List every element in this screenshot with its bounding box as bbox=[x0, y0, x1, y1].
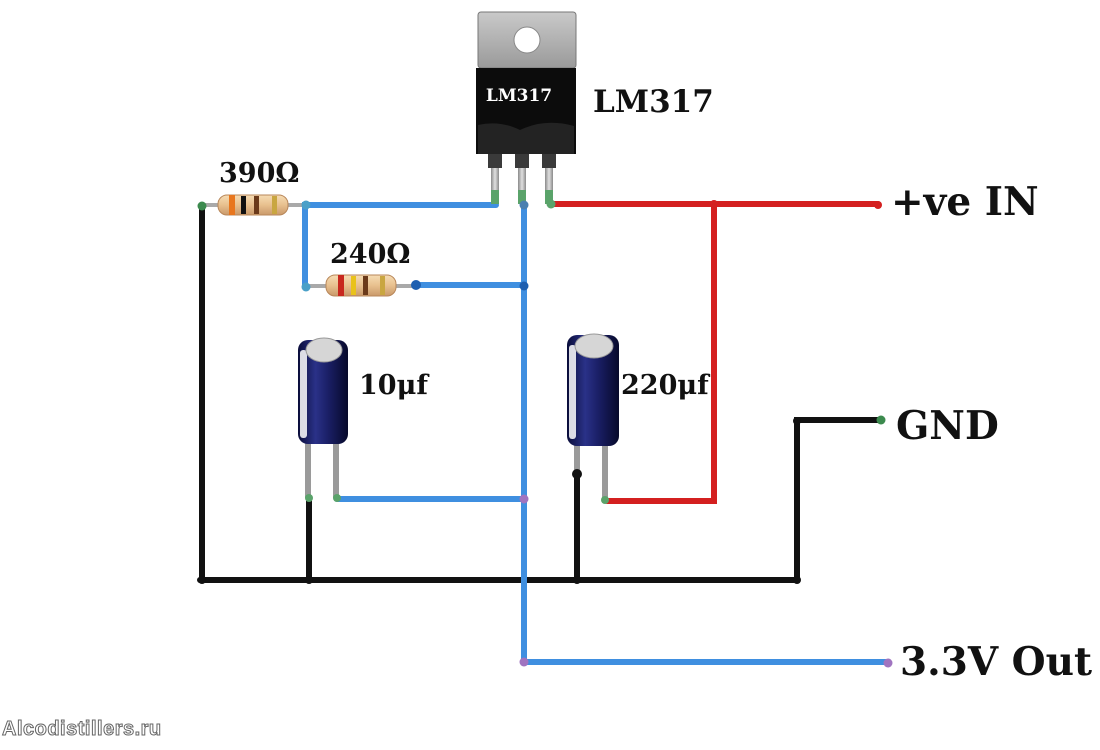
cap-10uf-stripe bbox=[300, 350, 307, 438]
cap-220uf-body bbox=[567, 335, 619, 446]
ground-wire-terminal bbox=[794, 417, 883, 583]
node bbox=[793, 576, 801, 584]
node bbox=[519, 281, 529, 291]
cap-10uf-lead-pos bbox=[333, 440, 339, 498]
node bbox=[876, 415, 886, 425]
resistor-390 bbox=[202, 194, 305, 216]
output-terminal-label: 3.3V Out bbox=[900, 639, 1092, 685]
band-4 bbox=[272, 196, 277, 214]
node bbox=[301, 282, 311, 292]
cap-10uf-body bbox=[298, 340, 348, 444]
leg-collar-adj bbox=[488, 154, 502, 168]
capacitor-220uf-label: 220μf bbox=[621, 370, 711, 401]
node bbox=[333, 494, 341, 502]
node bbox=[197, 201, 207, 211]
node bbox=[305, 494, 313, 502]
junction-dots bbox=[197, 199, 893, 668]
cap-10uf-lead-neg bbox=[305, 440, 311, 498]
leg-collar-out bbox=[515, 154, 529, 168]
capacitor-10uf-label: 10μf bbox=[359, 370, 430, 401]
watermark-text: Alcodistillers.ru bbox=[2, 718, 162, 741]
body-shading bbox=[478, 122, 574, 154]
cap-220uf-top bbox=[574, 333, 614, 359]
node bbox=[601, 496, 609, 504]
cap-220uf-lead-neg bbox=[574, 440, 580, 476]
adj-pin-tip bbox=[491, 190, 499, 204]
in-pin bbox=[545, 168, 553, 204]
band-1 bbox=[229, 195, 235, 215]
in-pin-tip bbox=[545, 190, 553, 204]
band-1 bbox=[338, 275, 344, 296]
node bbox=[573, 576, 581, 584]
node bbox=[710, 200, 718, 208]
band-2 bbox=[241, 196, 246, 214]
mounting-hole bbox=[513, 26, 541, 54]
resistor-240-body bbox=[325, 274, 397, 297]
resistor-390-body bbox=[217, 194, 289, 216]
capacitor-220uf bbox=[567, 333, 619, 504]
capacitor-10uf bbox=[298, 337, 348, 502]
input-wire-220uf-cap bbox=[604, 201, 717, 504]
node bbox=[519, 200, 529, 210]
node bbox=[793, 417, 801, 425]
resistor-240 bbox=[305, 274, 414, 297]
leg-collar-in bbox=[542, 154, 556, 168]
out-pin-tip bbox=[518, 190, 526, 204]
regulator-label: LM317 bbox=[593, 84, 714, 120]
node bbox=[198, 576, 206, 584]
cap-220uf-lead-pos bbox=[602, 440, 608, 498]
node bbox=[519, 657, 529, 667]
node bbox=[874, 201, 882, 209]
out-pin bbox=[518, 168, 526, 204]
cap-220uf-stripe bbox=[569, 345, 576, 439]
chip-marking: LM317 bbox=[486, 86, 552, 106]
band-3 bbox=[254, 196, 259, 214]
node bbox=[883, 658, 893, 668]
node bbox=[572, 469, 582, 479]
input-terminal-label: +ve IN bbox=[891, 179, 1039, 225]
resistor-390-label: 390Ω bbox=[219, 158, 299, 189]
lm317-regulator: LM317 bbox=[476, 11, 577, 204]
ground-terminal-label: GND bbox=[896, 403, 999, 449]
band-4 bbox=[380, 276, 385, 295]
cap-10uf-top bbox=[305, 337, 343, 363]
band-2 bbox=[351, 276, 356, 295]
node bbox=[305, 576, 313, 584]
node bbox=[301, 200, 311, 210]
node bbox=[411, 280, 421, 290]
node bbox=[519, 494, 529, 504]
node bbox=[546, 199, 556, 209]
adj-pin bbox=[491, 168, 499, 204]
band-3 bbox=[363, 276, 368, 295]
resistor-240-label: 240Ω bbox=[330, 239, 410, 270]
